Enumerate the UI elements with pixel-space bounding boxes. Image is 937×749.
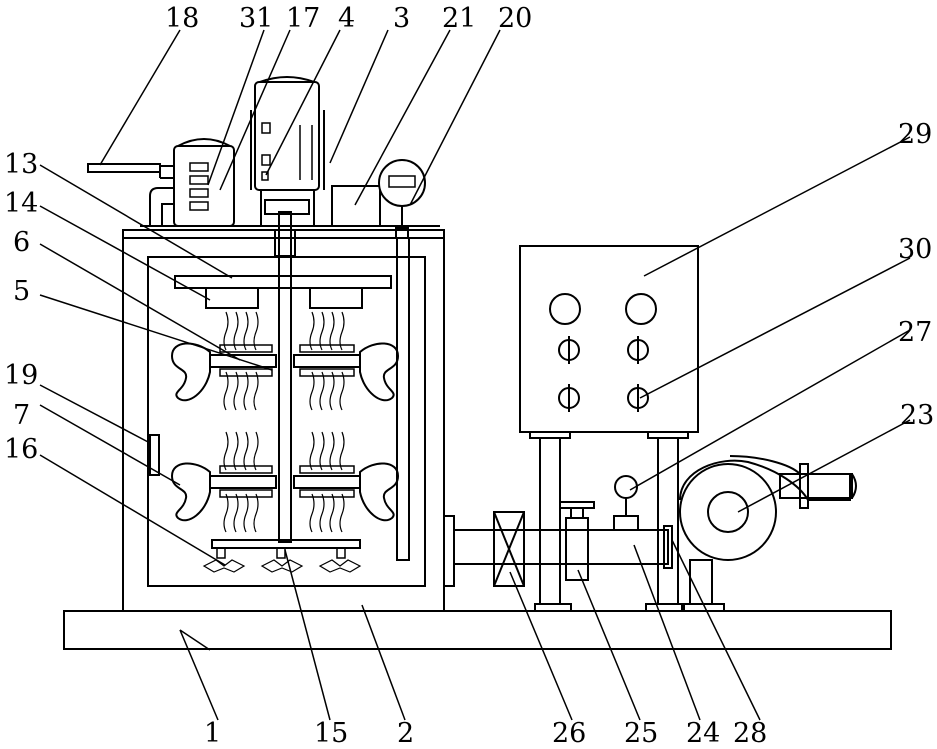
tank — [122, 225, 455, 612]
control-cabinet — [519, 245, 699, 612]
label-30: 30 — [898, 234, 932, 265]
label-3: 3 — [393, 3, 410, 34]
pressure-gauge-27 — [613, 475, 639, 531]
blower — [679, 455, 857, 612]
label-19: 19 — [4, 360, 38, 391]
outlet-pipe — [453, 501, 673, 587]
control-box-21 — [331, 185, 381, 227]
label-31: 31 — [239, 3, 273, 34]
label-16: 16 — [4, 434, 38, 465]
label-7: 7 — [13, 400, 30, 431]
label-25: 25 — [624, 718, 658, 749]
brush-cluster-upper-left — [209, 311, 277, 411]
base-plate — [63, 610, 892, 650]
label-28: 28 — [733, 718, 767, 749]
feed-pump — [87, 138, 235, 227]
label-15: 15 — [314, 718, 348, 749]
part-labels: 1 2 3 4 5 6 7 13 14 15 16 17 18 19 20 21… — [4, 3, 934, 749]
label-13: 13 — [4, 149, 38, 180]
scraper-lower-left — [170, 462, 211, 522]
label-5: 5 — [13, 276, 30, 307]
brush-cluster-lower-right — [293, 431, 361, 533]
label-2: 2 — [397, 718, 414, 749]
label-26: 26 — [552, 718, 586, 749]
label-29: 29 — [898, 119, 932, 150]
label-17: 17 — [286, 3, 320, 34]
label-21: 21 — [442, 3, 476, 34]
distribution-plate — [174, 275, 392, 309]
label-4: 4 — [338, 3, 355, 34]
label-23: 23 — [900, 400, 934, 431]
pressure-gauge-20 — [378, 159, 426, 561]
label-1: 1 — [204, 718, 221, 749]
scraper-upper-left — [170, 342, 211, 402]
label-14: 14 — [4, 188, 38, 219]
label-24: 24 — [686, 718, 720, 749]
scraper-upper-right — [359, 342, 400, 402]
label-18: 18 — [165, 3, 199, 34]
bottom-impeller-plate — [202, 539, 362, 573]
scraper-lower-right — [359, 462, 400, 522]
brush-cluster-lower-left — [209, 431, 277, 533]
label-6: 6 — [13, 227, 30, 258]
motor-assembly — [250, 76, 325, 227]
label-27: 27 — [898, 317, 932, 348]
label-20: 20 — [498, 3, 532, 34]
leader-lines — [39, 29, 911, 721]
stirring-shaft — [274, 211, 296, 543]
brush-cluster-upper-right — [293, 311, 361, 411]
